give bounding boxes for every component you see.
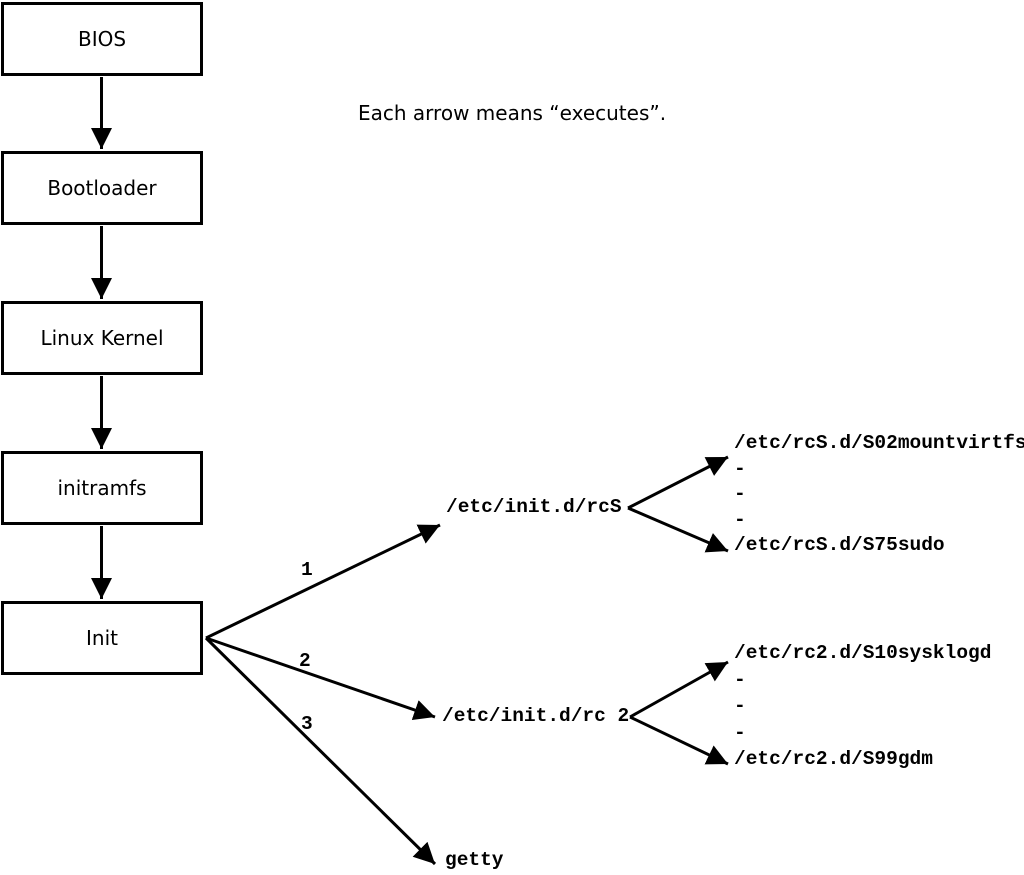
node-bootloader-label: Bootloader	[47, 176, 157, 200]
node-getty: getty	[445, 849, 504, 871]
branch-number-2: 2	[299, 650, 311, 672]
node-etc-init-d-rcs: /etc/init.d/rcS	[446, 496, 622, 518]
legend-note: Each arrow means “executes”.	[358, 101, 667, 125]
arrow-init-to-rc2	[205, 636, 436, 721]
rc2-script-placeholder-dash: -	[734, 695, 746, 717]
node-linux-kernel: Linux Kernel	[1, 301, 203, 375]
branch-number-1: 1	[301, 559, 313, 581]
rc2-script-s99gdm: /etc/rc2.d/S99gdm	[734, 748, 933, 770]
arrow-rc2-to-s99gdm	[629, 715, 729, 766]
node-init: Init	[1, 601, 203, 675]
rcs-script-s75sudo: /etc/rcS.d/S75sudo	[734, 534, 945, 556]
arrow-init-to-rcs	[205, 523, 441, 640]
arrow-rc2-to-s10sysklogd	[629, 660, 729, 719]
node-etc-init-d-rc2: /etc/init.d/rc 2	[442, 705, 630, 727]
branch-number-3: 3	[301, 713, 313, 735]
rc2-script-list: /etc/rc2.d/S10sysklogd - - - /etc/rc2.d/…	[734, 640, 991, 773]
node-initramfs: initramfs	[1, 451, 203, 525]
rc2-script-placeholder-dash: -	[734, 721, 746, 744]
node-bootloader: Bootloader	[1, 151, 203, 225]
arrow-init-to-getty	[204, 636, 437, 866]
rcs-script-placeholder-dash: -	[734, 483, 746, 505]
arrow-rcs-to-s02mountvirtfs	[627, 455, 729, 510]
rcs-script-s02mountvirtfs: /etc/rcS.d/S02mountvirtfs	[734, 432, 1024, 454]
rcs-script-list: /etc/rcS.d/S02mountvirtfs - - - /etc/rcS…	[734, 431, 1024, 559]
rcs-script-placeholder-dash: -	[734, 457, 746, 480]
node-bios: BIOS	[1, 2, 203, 76]
rc2-script-placeholder-dash: -	[734, 668, 746, 691]
rcs-script-placeholder-dash: -	[734, 508, 746, 531]
arrow-rcs-to-s75sudo	[627, 506, 729, 553]
node-initramfs-label: initramfs	[57, 476, 147, 500]
node-bios-label: BIOS	[77, 27, 127, 51]
rc2-script-s10sysklogd: /etc/rc2.d/S10sysklogd	[734, 642, 992, 664]
node-linux-kernel-label: Linux Kernel	[40, 326, 164, 350]
node-init-label: Init	[86, 626, 118, 650]
